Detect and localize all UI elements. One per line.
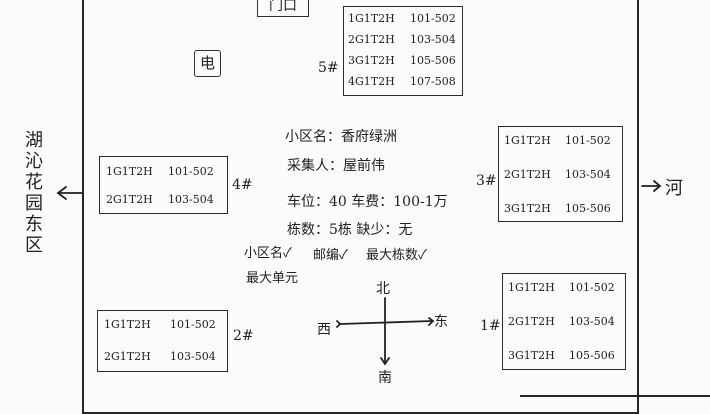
unit-code: 2G1T2H <box>508 315 555 328</box>
unit-code: 1G1T2H <box>348 12 395 25</box>
room-range: 103-504 <box>168 193 214 206</box>
compass-south: 南 <box>378 370 392 386</box>
unit-code: 2G1T2H <box>504 168 551 181</box>
building-count-info: 栋数：5栋 缺少：无 <box>287 222 413 238</box>
collector-name: 采集人：屋前伟 <box>287 158 385 174</box>
room-range: 103-504 <box>170 350 216 363</box>
room-range: 105-506 <box>565 202 611 215</box>
check-postcode: 邮编✓ <box>313 248 348 263</box>
unit-code: 1G1T2H <box>504 134 551 147</box>
unit-code: 1G1T2H <box>104 318 151 331</box>
gate-label: 门口 <box>257 0 309 17</box>
road-line <box>520 395 710 397</box>
building-5-label: 5# <box>318 60 339 76</box>
unit-code: 1G1T2H <box>508 281 555 294</box>
building-3-label: 3# <box>476 173 497 189</box>
building-3: 1G1T2H 101-502 2G1T2H 103-504 3G1T2H 105-50… <box>498 126 623 222</box>
unit-code: 1G1T2H <box>106 165 153 178</box>
building-2: 1G1T2H 101-502 2G1T2H 103-504 <box>97 310 228 372</box>
room-range: 101-502 <box>168 165 214 178</box>
compass-north: 北 <box>376 281 390 297</box>
building-5: 1G1T2H 101-502 2G1T2H 103-504 3G1T2H 105-50… <box>343 6 463 96</box>
unit-code: 4G1T2H <box>348 75 395 88</box>
room-range: 103-504 <box>565 168 611 181</box>
unit-code: 3G1T2H <box>348 54 395 67</box>
unit-code: 2G1T2H <box>106 193 153 206</box>
building-4: 1G1T2H 101-502 2G1T2H 103-504 <box>99 156 228 214</box>
room-range: 105-506 <box>410 54 456 67</box>
room-range: 101-502 <box>410 12 456 25</box>
room-range: 103-504 <box>569 315 615 328</box>
check-community-name: 小区名✓ <box>244 246 292 261</box>
check-max-unit: 最大单元 <box>246 271 299 286</box>
unit-code: 3G1T2H <box>508 349 555 362</box>
unit-code: 3G1T2H <box>504 202 551 215</box>
compass-west: 西 <box>317 322 331 338</box>
compass-east: 东 <box>434 314 448 330</box>
compass-and-arrows <box>56 180 662 366</box>
check-max-buildings: 最大栋数✓ <box>366 248 427 263</box>
parking-info: 车位：40 车费：100-1万 <box>287 194 448 210</box>
room-range: 101-502 <box>565 134 611 147</box>
room-range: 103-504 <box>410 33 456 46</box>
electric-box: 电 <box>194 50 221 77</box>
room-range: 105-506 <box>569 349 615 362</box>
room-range: 107-508 <box>410 75 456 88</box>
unit-code: 2G1T2H <box>104 350 151 363</box>
building-1-label: 1# <box>480 318 501 334</box>
building-4-label: 4# <box>232 177 253 193</box>
room-range: 101-502 <box>569 281 615 294</box>
west-neighbour-label: 湖沁花园东区 <box>25 130 43 256</box>
community-name: 小区名：香府绿洲 <box>285 129 397 145</box>
east-river-label: 河 <box>665 178 683 199</box>
room-range: 101-502 <box>170 318 216 331</box>
building-2-label: 2# <box>233 328 254 344</box>
unit-code: 2G1T2H <box>348 33 395 46</box>
building-1: 1G1T2H 101-502 2G1T2H 103-504 3G1T2H 105-50… <box>502 273 626 370</box>
